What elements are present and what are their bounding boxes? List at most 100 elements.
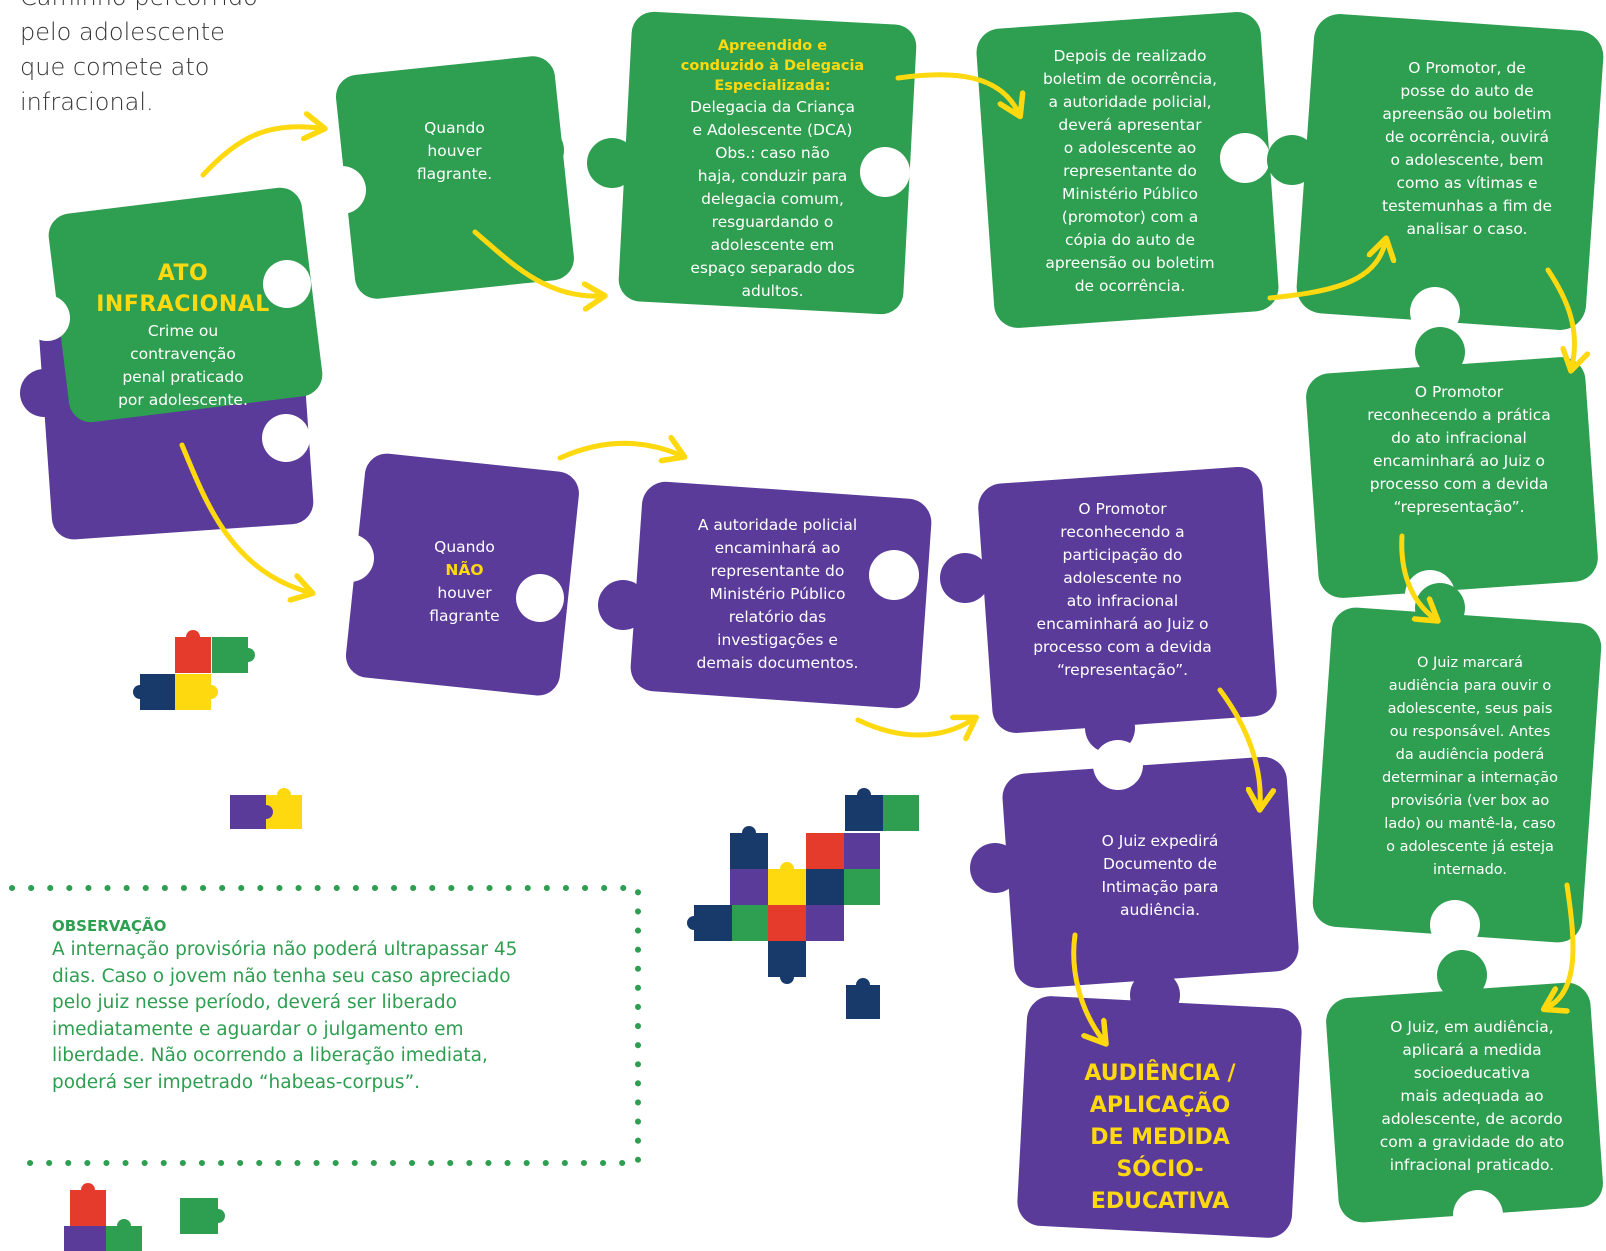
promotor-participacao-line: participação do (1062, 546, 1183, 564)
arrow-ato-to-nao (179, 442, 308, 592)
delegacia-line: adultos. (741, 282, 804, 300)
juiz-audiencia-line: aplicará a medida (1402, 1041, 1542, 1059)
juiz-marcara-line: audiência para ouvir o (1388, 678, 1552, 694)
final-line: DE MEDIDA (1090, 1125, 1230, 1150)
arrow-participacao-to-expedira (1217, 687, 1260, 805)
delegacia-line: adolescente em (710, 236, 835, 254)
ato-infracional-piece (24, 187, 323, 423)
promotor-pratica-line: “representação”. (1393, 498, 1525, 516)
juiz-expedira-line: audiência. (1119, 901, 1201, 919)
juiz-marcara-text: O Juiz marcará audiência para ouvir o ad… (1360, 652, 1580, 882)
juiz-marcara-line: internado. (1432, 862, 1508, 878)
observacao-box: OBSERVAÇÃO A internação provisória não p… (52, 915, 592, 1096)
final-line: AUDIÊNCIA / (1084, 1061, 1236, 1086)
arrow-flagrante-to-delegacia (472, 229, 600, 296)
boletim-line: boletim de ocorrência, (1042, 70, 1218, 88)
juiz-marcara-piece (1312, 583, 1602, 950)
juiz-marcara-line: da audiência poderá (1395, 747, 1545, 763)
boletim-line: deverá apresentar (1058, 116, 1202, 134)
juiz-audiencia-text: O Juiz, em audiência, aplicará a medida … (1362, 1016, 1582, 1177)
puzzle-cluster-small-left (133, 630, 255, 710)
promotor-posse-line: posse do auto de (1400, 82, 1534, 100)
ato-title-line: ATO (157, 261, 209, 286)
promotor-pratica-text: O Promotor reconhecendo a prática do ato… (1348, 381, 1570, 519)
juiz-audiencia-line: infracional praticado. (1389, 1156, 1555, 1174)
final-line: EDUCATIVA (1090, 1189, 1230, 1214)
observacao-line: imediatamente e aguardar o julgamento em (52, 1018, 464, 1040)
juiz-expedira-line: Intimação para (1101, 878, 1219, 896)
juiz-expedira-line: O Juiz expedirá (1101, 832, 1219, 850)
boletim-line: cópia do auto de (1064, 231, 1195, 249)
final-title: AUDIÊNCIA / APLICAÇÃO DE MEDIDA SÓCIO- E… (1065, 1058, 1255, 1218)
arrow-pratica-to-juiz (1399, 533, 1434, 618)
boletim-line: (promotor) com a (1061, 208, 1199, 226)
promotor-participacao-line: ato infracional (1066, 592, 1179, 610)
autoridade-line: representante do (710, 562, 845, 580)
final-line: APLICAÇÃO (1089, 1093, 1231, 1118)
observacao-title: OBSERVAÇÃO (52, 917, 167, 935)
juiz-audiencia-line: socioeducativa (1413, 1064, 1531, 1082)
juiz-expedira-piece (970, 740, 1299, 989)
puzzle-cluster-pair (230, 788, 302, 829)
promotor-pratica-piece (1306, 327, 1598, 620)
nao-flagrante-line: flagrante (429, 607, 500, 625)
autoridade-line: demais documentos. (696, 654, 859, 672)
observacao-line: pelo juiz nesse período, deverá ser libe… (52, 992, 457, 1013)
delegacia-line: resguardando o (711, 213, 834, 231)
intro-line: infracional. (20, 88, 154, 116)
flagrante-piece (318, 56, 574, 299)
nao-flagrante-line: houver (437, 584, 492, 602)
boletim-line: Ministério Público (1062, 185, 1198, 203)
observacao-frame (9, 885, 641, 1166)
promotor-posse-line: apreensão ou boletim (1382, 105, 1552, 123)
promotor-participacao-text: O Promotor reconhecendo a participação d… (1010, 498, 1235, 682)
nao-flagrante-text: Quando NÃO houver flagrante (392, 536, 537, 628)
promotor-participacao-line: adolescente no (1063, 569, 1182, 587)
promotor-posse-line: testemunhas a fim de (1382, 197, 1552, 215)
delegacia-line: espaço separado dos (690, 259, 855, 277)
juiz-audiencia-line: adolescente, de acordo (1381, 1110, 1563, 1128)
ato-text-line: contravenção (130, 345, 236, 363)
arrow-expedira-to-final (1071, 932, 1103, 1040)
juiz-marcara-line: determinar a internação (1381, 770, 1559, 786)
arrow-posse-to-pratica (1545, 267, 1575, 366)
boletim-line: representante do (1063, 162, 1197, 180)
nao-highlight: NÃO (445, 561, 484, 579)
promotor-posse-text: O Promotor, de posse do auto de apreensã… (1362, 57, 1572, 241)
autoridade-piece (598, 481, 932, 709)
flow-arrows (179, 72, 1575, 1040)
puzzle-cluster-bottom-left (64, 1183, 225, 1251)
juiz-expedira-text: O Juiz expedirá Documento de Intimação p… (1070, 830, 1250, 922)
juiz-marcara-line: ou responsável. Antes (1389, 724, 1551, 740)
puzzle-cluster-center (687, 788, 919, 1019)
boletim-line: a autoridade policial, (1048, 93, 1212, 111)
promotor-participacao-line: O Promotor (1078, 500, 1167, 518)
arrow-nao-to-autoridade (557, 443, 680, 458)
nao-flagrante-line: Quando (434, 538, 495, 556)
promotor-participacao-line: reconhecendo a (1060, 523, 1185, 541)
juiz-audiencia-piece (1326, 950, 1603, 1240)
ato-title-line: INFRACIONAL (96, 292, 270, 317)
arrow-delegacia-to-boletim (895, 72, 1018, 112)
promotor-pratica-line: reconhecendo a prática (1367, 406, 1551, 424)
boletim-piece (976, 12, 1279, 328)
juiz-audiencia-line: O Juiz, em audiência, (1390, 1018, 1554, 1036)
promotor-posse-line: o adolescente, bem (1390, 151, 1544, 169)
ato-text-line: por adolescente. (118, 391, 248, 409)
promotor-pratica-line: do ato infracional (1391, 429, 1527, 447)
boletim-line: de ocorrência. (1074, 277, 1186, 295)
final-line: SÓCIO- (1116, 1157, 1204, 1182)
promotor-participacao-line: encaminhará ao Juiz o (1036, 615, 1209, 633)
autoridade-line: Ministério Público (709, 585, 846, 603)
autoridade-line: investigações e (717, 631, 838, 649)
autoridade-line: A autoridade policial (697, 516, 858, 534)
promotor-pratica-line: encaminhará ao Juiz o (1373, 452, 1545, 470)
nao-flagrante-piece (326, 453, 579, 696)
boletim-text: Depois de realizado boletim de ocorrênci… (1020, 45, 1240, 298)
juiz-marcara-line: adolescente, seus pais (1387, 701, 1553, 717)
promotor-pratica-line: processo com a devida (1369, 475, 1549, 493)
observacao-line: dias. Caso o jovem não tenha seu caso ap… (52, 965, 511, 987)
delegacia-line: delegacia comum, (701, 190, 844, 208)
final-piece (1017, 970, 1302, 1238)
autoridade-line: relatório das (728, 608, 827, 626)
